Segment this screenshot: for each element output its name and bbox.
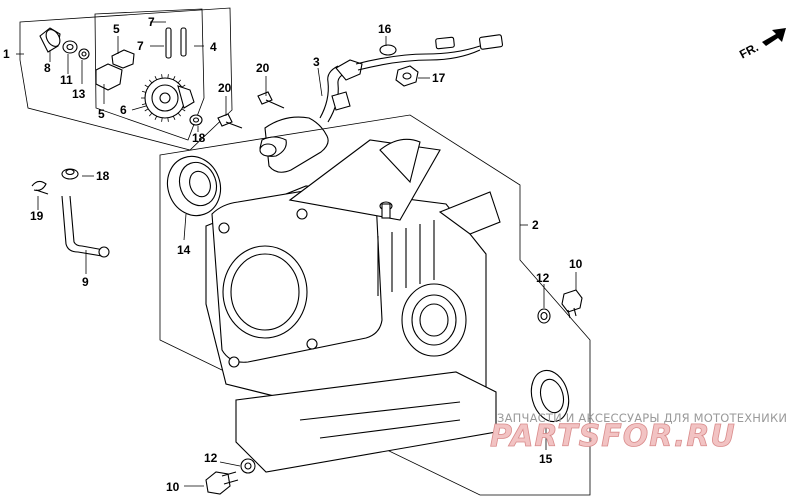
front-direction-arrow-icon: FR. <box>737 28 786 62</box>
callout-4: 4 <box>210 40 217 54</box>
callout-9: 9 <box>82 275 89 289</box>
callout-1: 1 <box>3 47 10 61</box>
callout-18a: 18 <box>192 131 206 145</box>
watermark: ЗАПЧАСТИ И АКСЕССУАРЫ ДЛЯ МОТОТЕХНИКИ PA… <box>490 411 787 454</box>
nut-part-17 <box>395 65 419 87</box>
callout-5a: 5 <box>113 22 120 36</box>
washer-part-18a <box>189 114 203 126</box>
callout-20a: 20 <box>256 61 270 75</box>
callout-5b: 5 <box>98 107 105 121</box>
governor-shaft-part <box>165 27 187 59</box>
drain-bolt-part-10a <box>561 289 583 319</box>
callout-6: 6 <box>120 103 127 117</box>
callout-17: 17 <box>432 71 446 85</box>
breather-tube-part <box>259 59 363 173</box>
governor-gear-part <box>141 74 195 122</box>
oil-seal-part-15 <box>530 369 570 423</box>
callout-18b: 18 <box>96 169 110 183</box>
washer-part-11 <box>62 40 78 54</box>
callout-10a: 10 <box>569 257 583 271</box>
callout-2: 2 <box>532 218 539 232</box>
washer-part-12a <box>537 308 551 324</box>
clip-part-19 <box>31 180 49 195</box>
governor-pin-part <box>39 27 61 53</box>
callout-labels: 1 2 3 4 5 5 6 7 7 8 9 10 10 11 12 12 13 … <box>3 15 583 494</box>
callout-10b: 10 <box>166 480 180 494</box>
callout-12b: 12 <box>204 451 218 465</box>
tube-part-9 <box>61 195 110 258</box>
callout-14: 14 <box>177 243 191 257</box>
bolt-part-20b <box>217 113 243 129</box>
watermark-logo: PARTSFOR.RU <box>490 419 736 454</box>
callout-7a: 7 <box>148 15 155 29</box>
washer-part-18b <box>61 168 79 180</box>
callout-16: 16 <box>378 22 392 36</box>
watermark-caption: ЗАПЧАСТИ И АКСЕССУАРЫ ДЛЯ МОТОТЕХНИКИ <box>497 411 787 425</box>
callout-15: 15 <box>539 452 553 466</box>
clip-part-13 <box>78 48 90 60</box>
callout-20b: 20 <box>218 81 232 95</box>
washer-part-12b <box>240 458 256 474</box>
crankcase-part <box>159 114 591 496</box>
bearing-part-14 <box>166 155 222 217</box>
callout-3: 3 <box>313 55 320 69</box>
callout-12a: 12 <box>536 271 550 285</box>
drain-bolt-part-10b <box>205 471 239 495</box>
leader-lines <box>16 21 577 487</box>
governor-holder-part <box>95 49 135 91</box>
callout-11: 11 <box>60 73 73 87</box>
bolt-part-20a <box>257 91 285 109</box>
callout-7b: 7 <box>137 39 144 53</box>
callout-13: 13 <box>72 87 86 101</box>
callout-19: 19 <box>30 209 44 223</box>
wire-harness-part <box>355 34 504 71</box>
direction-label: FR. <box>737 40 761 61</box>
callout-8: 8 <box>44 61 51 75</box>
